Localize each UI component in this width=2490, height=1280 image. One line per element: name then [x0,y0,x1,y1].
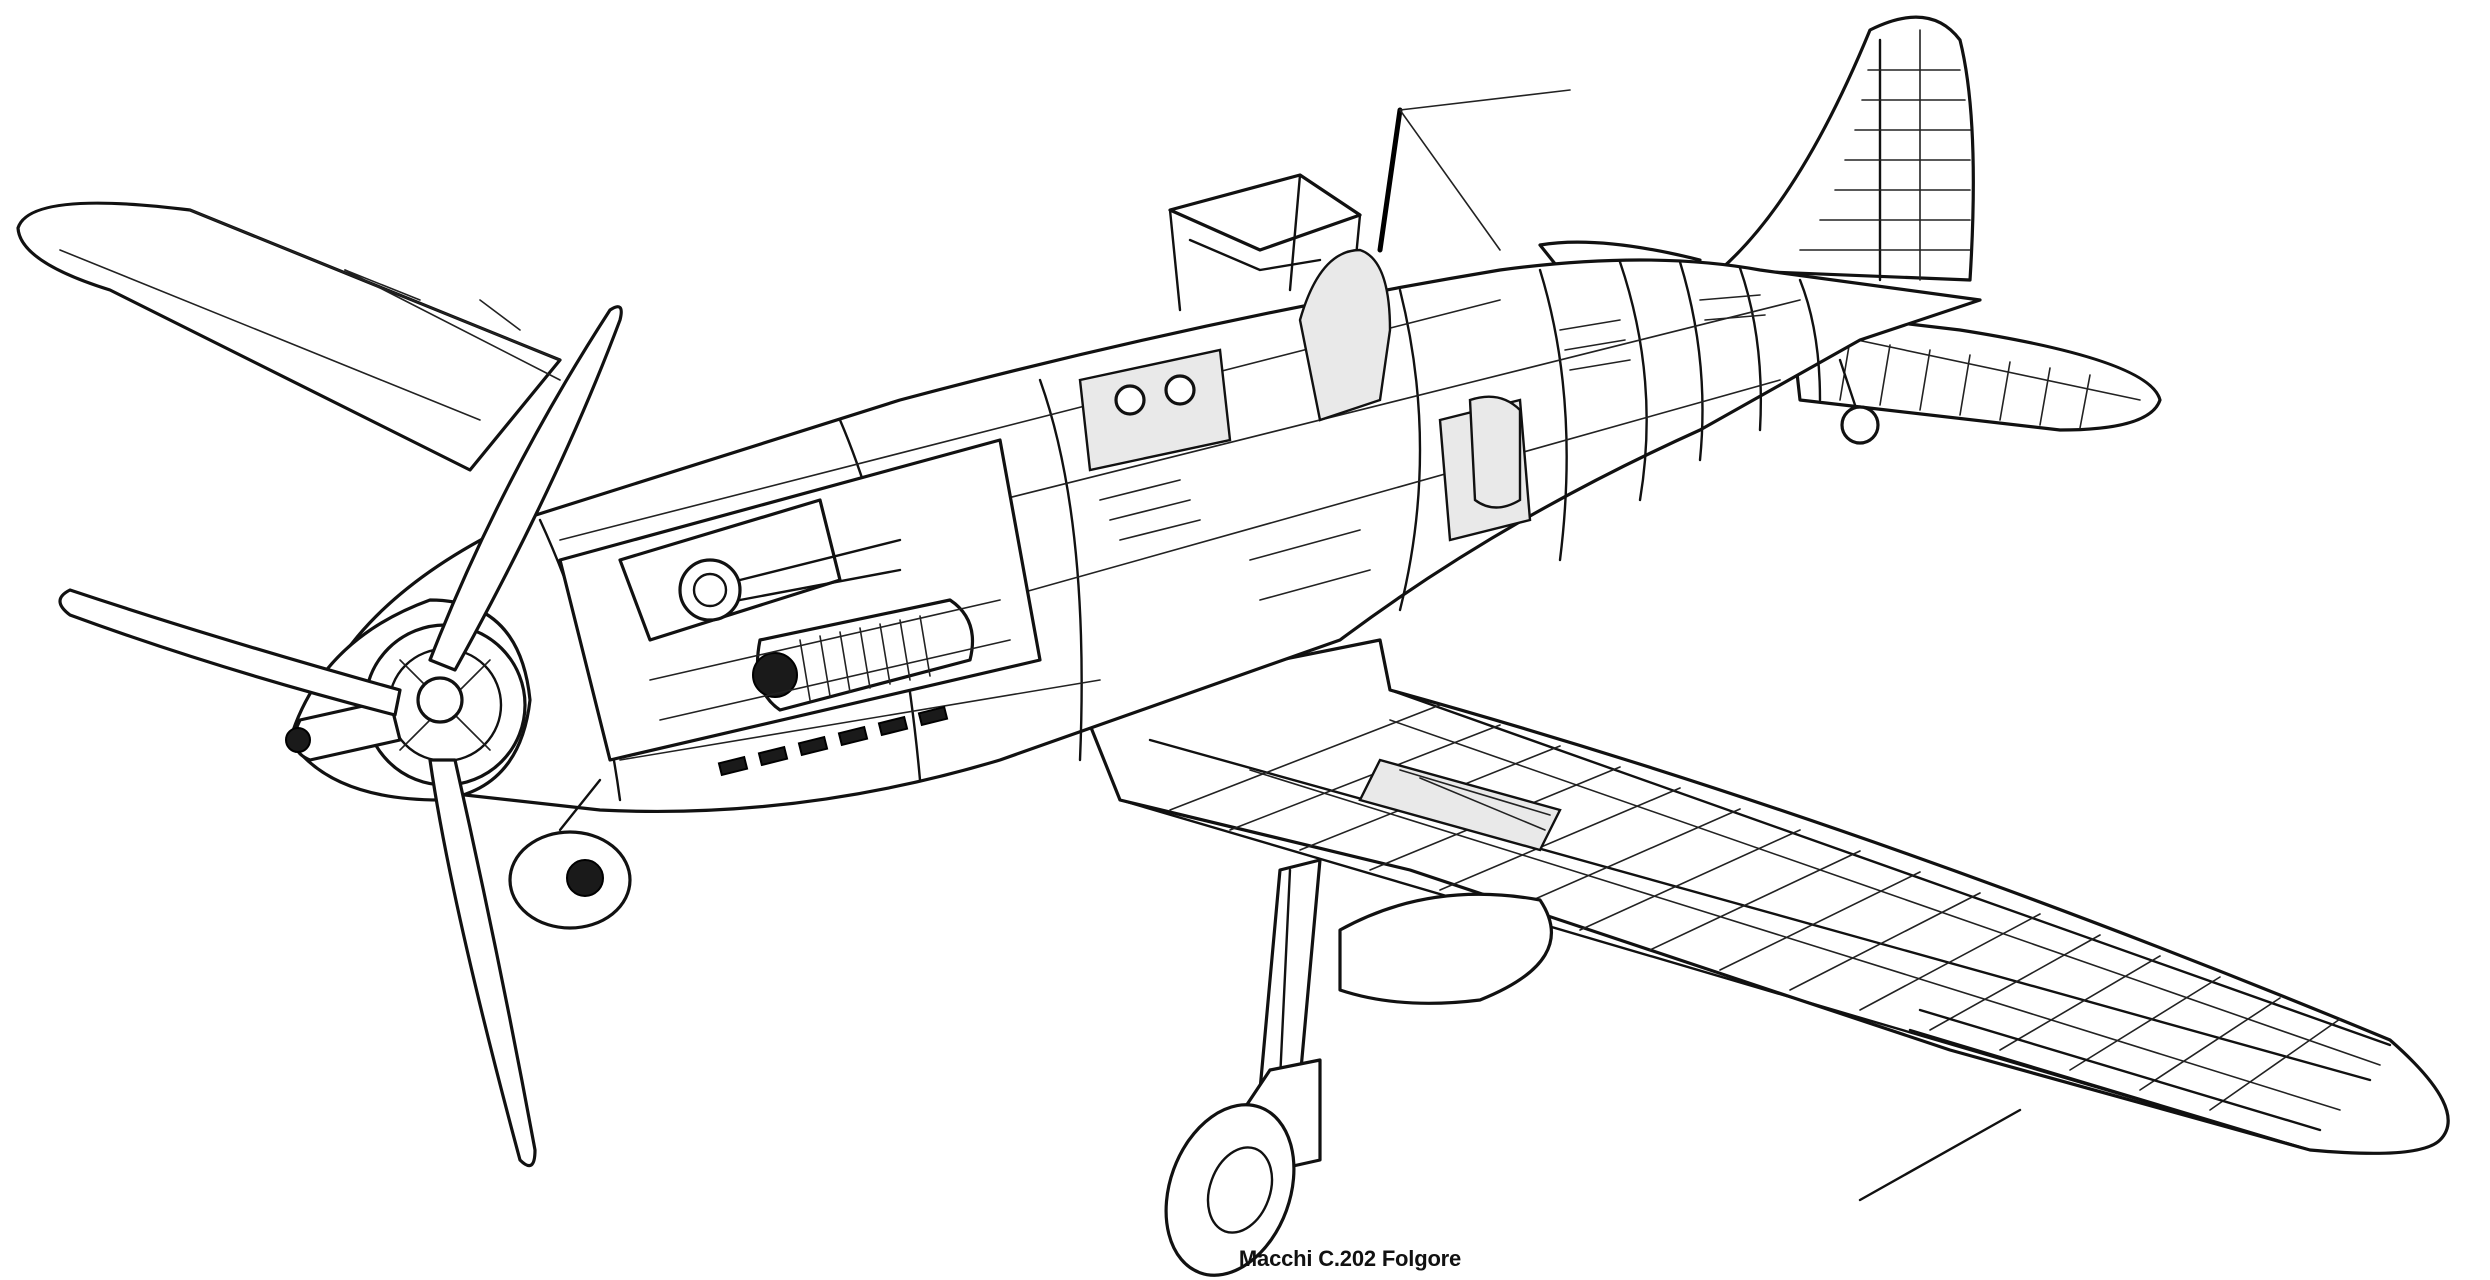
exhaust-stacks [717,705,949,777]
engine [558,438,1042,777]
nose-cowling [288,598,532,802]
supercharger [752,598,975,712]
right-wing [1078,638,2450,1202]
detail-hatching [1099,294,1766,601]
left-wing [16,201,562,472]
wing-ribs [1169,704,2341,1111]
cockpit [1078,89,1571,542]
vertical-fin [1718,15,1975,282]
far-landing-gear [508,778,632,930]
spinner [285,698,402,762]
illustration-caption: Macchi C.202 Folgore [1238,1246,1462,1271]
propeller [58,305,623,1168]
main-landing-gear [1164,858,1553,1277]
tail-wheel [1838,358,1880,445]
